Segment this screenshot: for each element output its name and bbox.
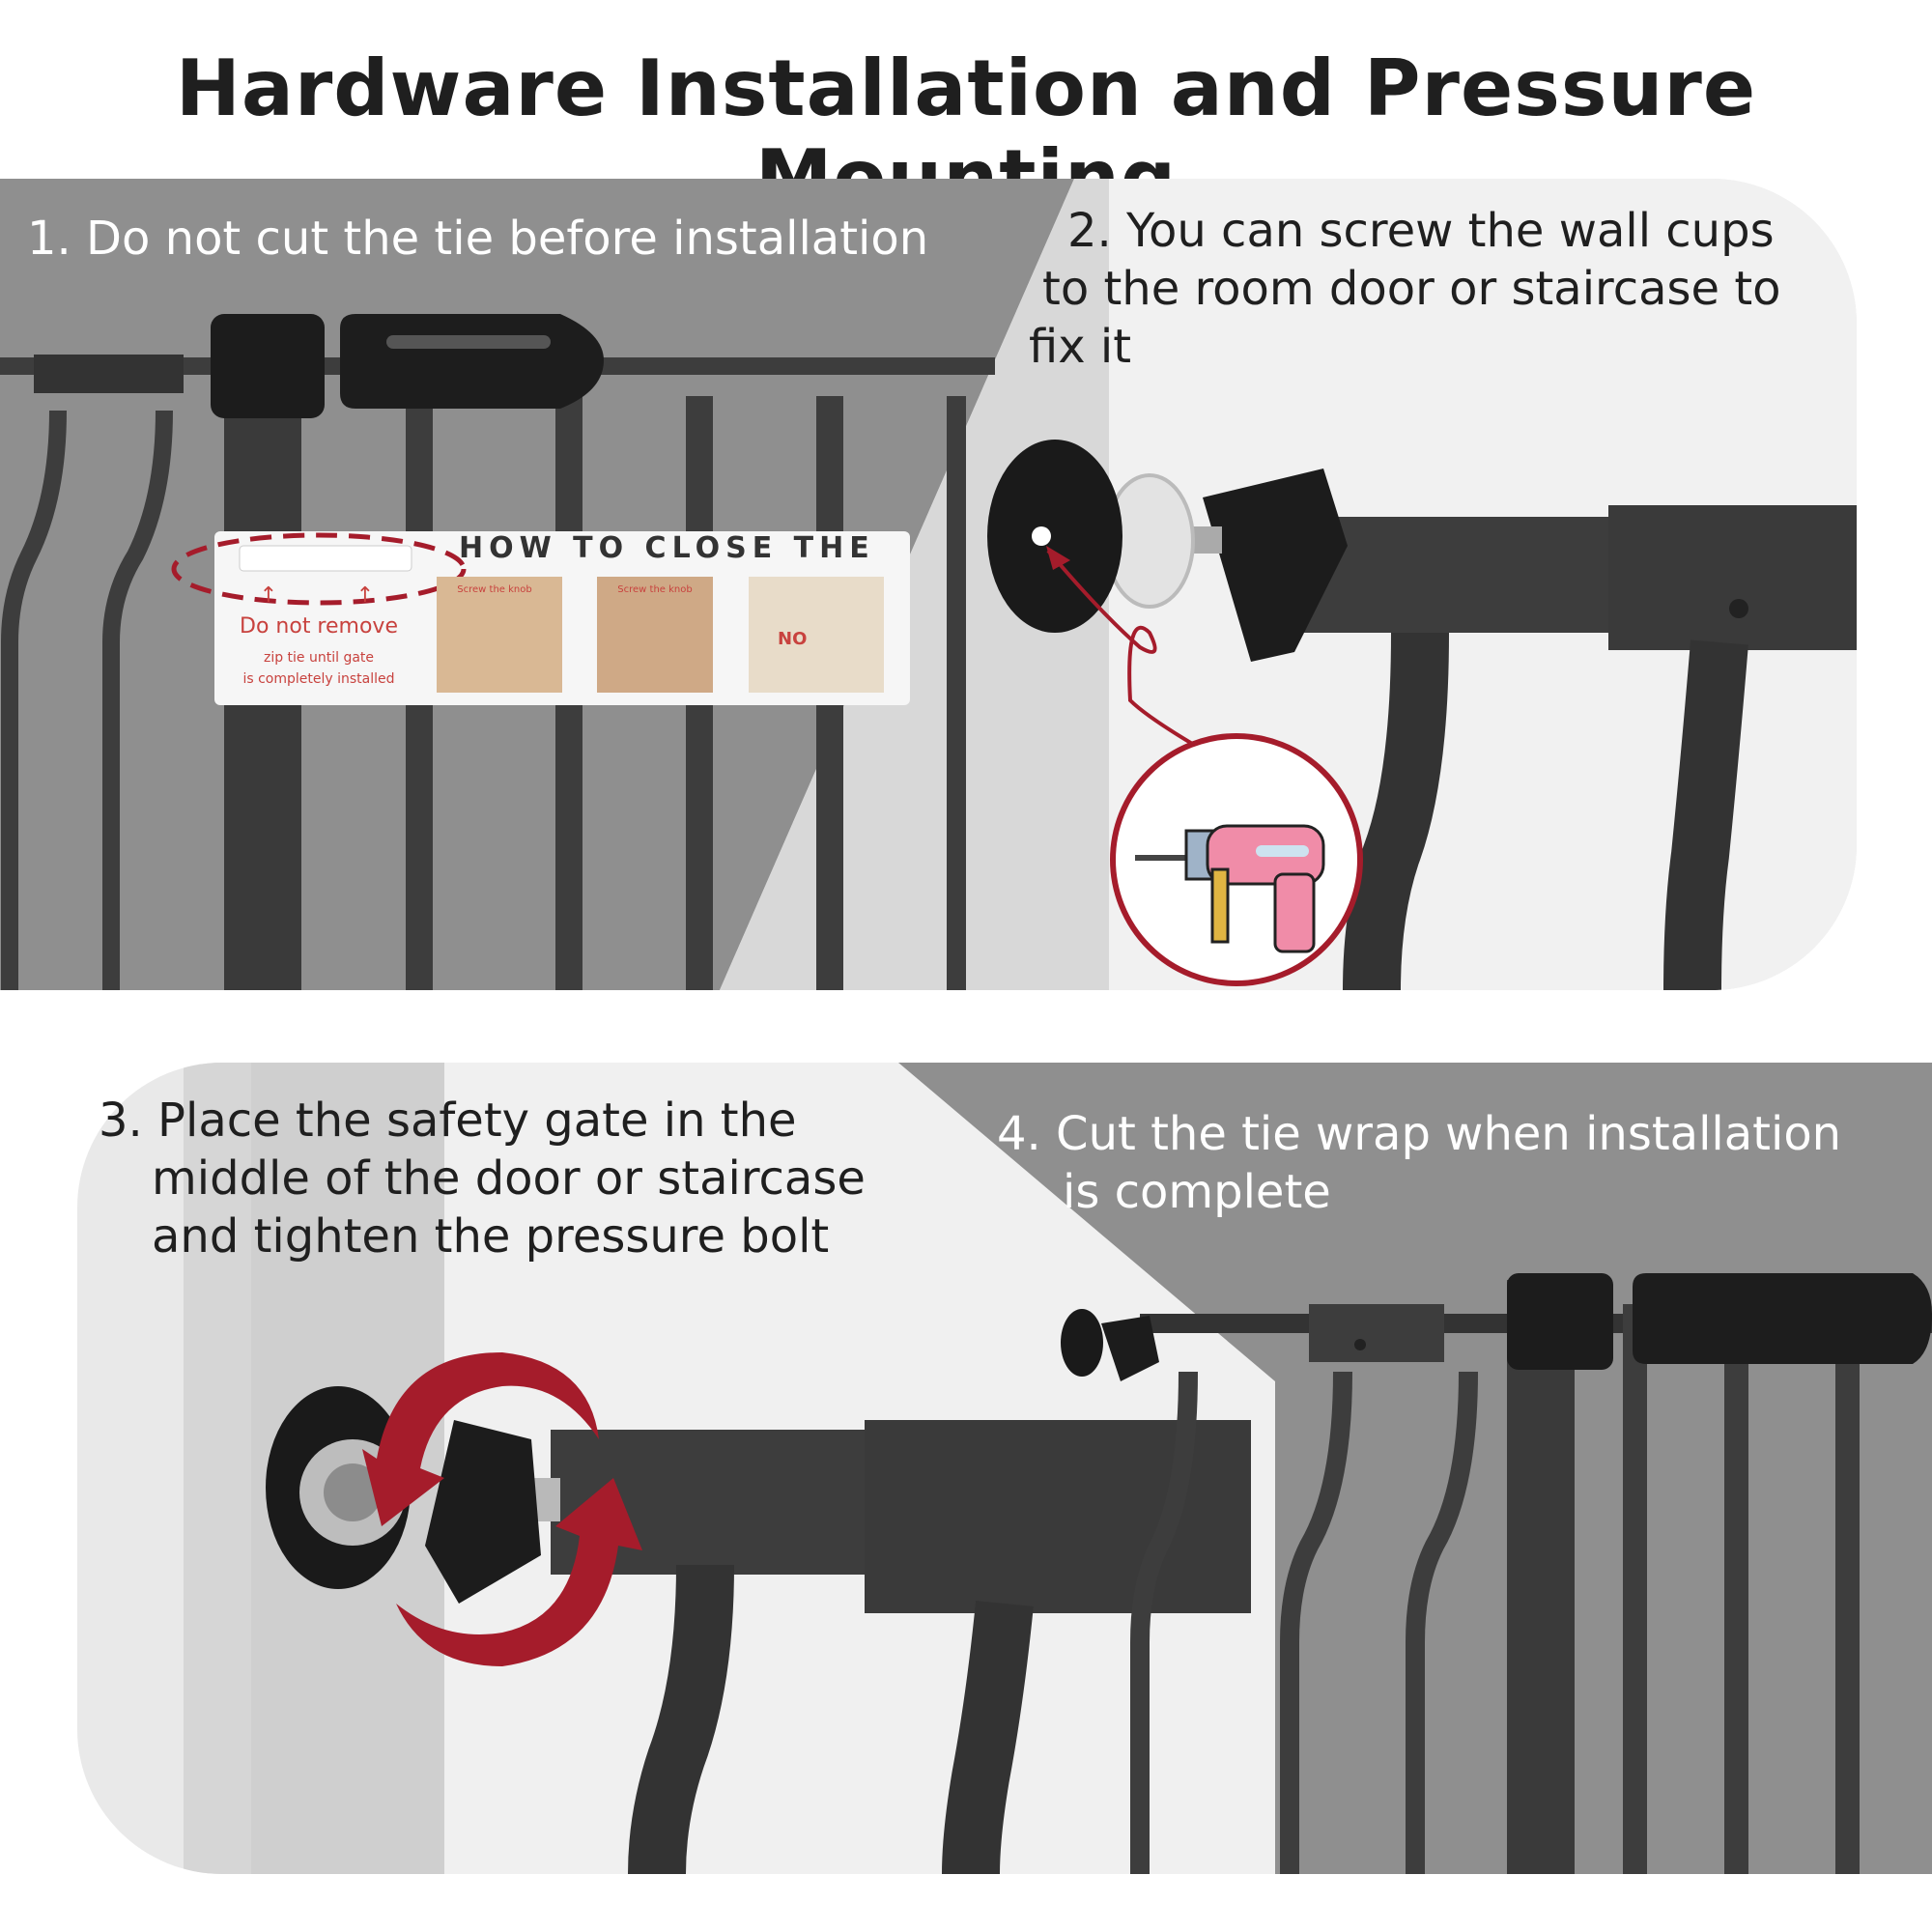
label-warning-title: Do not remove bbox=[240, 614, 398, 639]
gate-rail-2 bbox=[987, 440, 1857, 990]
photo1-caption: Screw the knob bbox=[457, 584, 531, 595]
wall-cup-icon bbox=[987, 440, 1122, 633]
step-3-text: 3. Place the safety gate in the middle o… bbox=[99, 1094, 866, 1264]
svg-text:↑: ↑ bbox=[260, 583, 277, 608]
photo3-mark: NO bbox=[778, 629, 807, 649]
photo2-caption: Screw the knob bbox=[617, 584, 692, 595]
step-4-text: 4. Cut the tie wrap when installation is… bbox=[997, 1107, 1842, 1219]
rotate-arrow-icon bbox=[362, 1352, 642, 1666]
page-title: Hardware Installation and Pressure Mount… bbox=[175, 43, 1757, 223]
top-panel: ↑ ↑ Do not remove zip tie until gate is … bbox=[0, 179, 1857, 990]
top-panel-illustration: ↑ ↑ Do not remove zip tie until gate is … bbox=[0, 179, 1857, 990]
bottom-panel-illustration bbox=[77, 1063, 1932, 1874]
drill-icon bbox=[1110, 733, 1363, 986]
step-2-text: 2. You can screw the wall cups to the ro… bbox=[1029, 204, 1781, 374]
step-1-text: 1. Do not cut the tie before installatio… bbox=[27, 212, 929, 266]
zip-tie-label: ↑ ↑ Do not remove zip tie until gate is … bbox=[171, 531, 910, 705]
bottom-panel: 3. Place the safety gate in the middle o… bbox=[77, 1063, 1932, 1874]
label-warning-line2: is completely installed bbox=[242, 671, 394, 687]
label-warning-line1: zip tie until gate bbox=[264, 650, 374, 666]
svg-text:↑: ↑ bbox=[356, 583, 374, 608]
label-header: HOW TO CLOSE THE bbox=[459, 531, 875, 565]
gate-frame-1 bbox=[0, 314, 995, 990]
gate-frame-4 bbox=[1061, 1273, 1932, 1874]
